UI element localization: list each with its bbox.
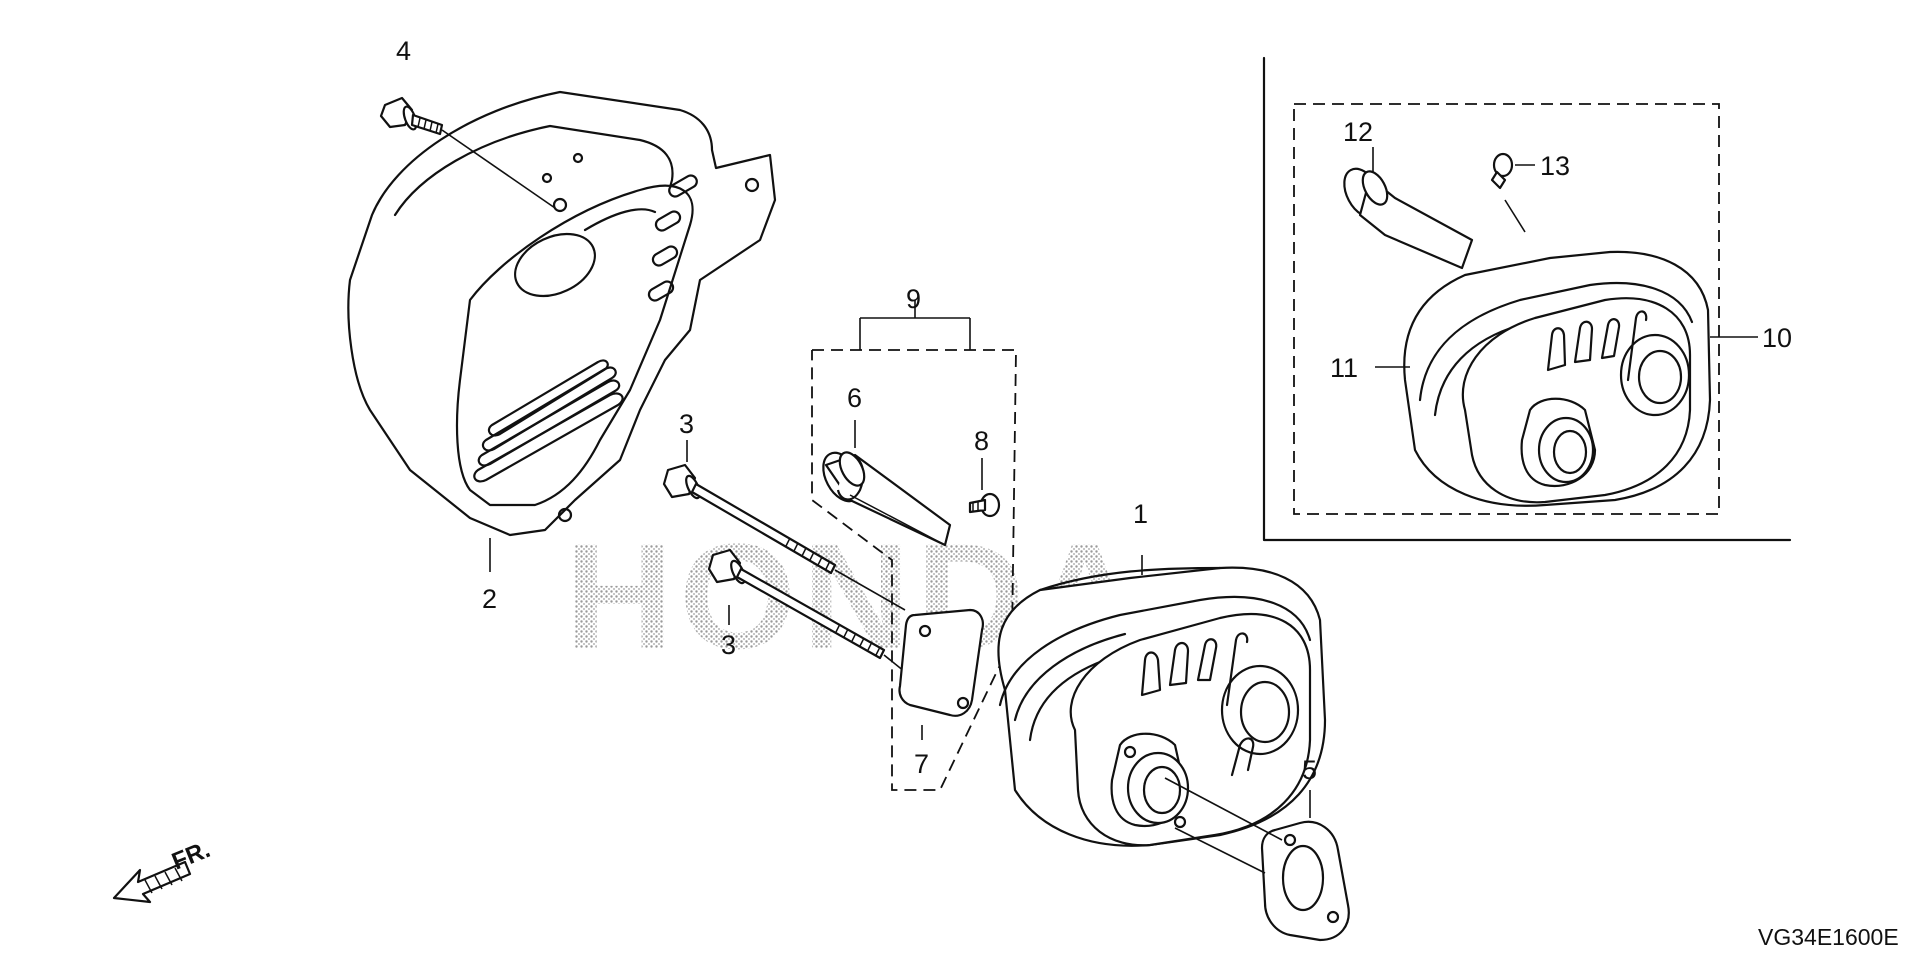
callout-12: 12 — [1343, 117, 1373, 147]
diagram-code: VG34E1600E — [1758, 924, 1899, 950]
long-bolt-part-3-upper — [662, 463, 906, 611]
inset-alternate-muffler — [1262, 56, 1792, 542]
muffler-part-1 — [997, 555, 1327, 847]
callout-11: 11 — [1330, 353, 1358, 383]
callout-2: 2 — [482, 584, 497, 614]
callout-5: 5 — [1302, 755, 1317, 785]
callout-6: 6 — [847, 383, 862, 413]
muffler-protector-part-2 — [347, 90, 777, 537]
callout-9: 9 — [906, 284, 921, 314]
spark-arrester-part-6 — [822, 451, 952, 547]
callout-4: 4 — [396, 36, 411, 66]
arrester-plate-part-7 — [898, 608, 984, 740]
flange-bolt-part-4 — [379, 96, 556, 209]
tapping-screw-part-8 — [968, 492, 1001, 518]
callout-13: 13 — [1540, 151, 1570, 181]
callout-3-upper: 3 — [679, 409, 694, 439]
tapping-screw-part-13 — [1490, 152, 1535, 233]
callout-10: 10 — [1762, 323, 1792, 353]
callout-8: 8 — [974, 426, 989, 456]
callout-1: 1 — [1133, 499, 1148, 529]
direction-label: FR. — [168, 836, 214, 876]
spark-arrester-kit-group-9 — [811, 300, 1017, 791]
long-bolt-part-3-lower — [707, 548, 916, 681]
muffler-part-10 — [1372, 147, 1758, 507]
callout-3-lower: 3 — [721, 630, 736, 660]
spark-arrester-part-12 — [1343, 167, 1474, 270]
front-direction-arrow-icon: FR. — [112, 836, 214, 904]
exhaust-gasket-part-5 — [1164, 777, 1350, 942]
callout-7: 7 — [914, 749, 929, 779]
